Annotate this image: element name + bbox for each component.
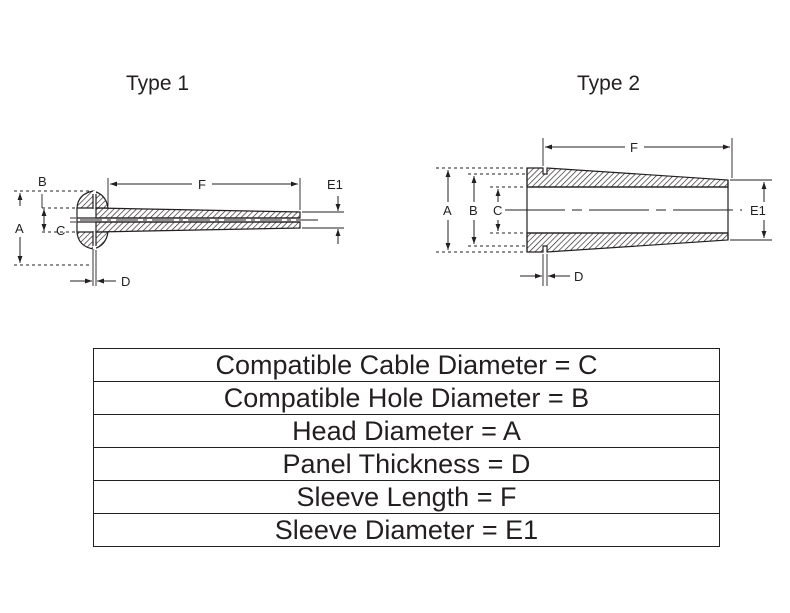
legend-cell: Head Diameter = A <box>93 414 720 448</box>
legend-row: Panel Thickness = D <box>93 447 720 481</box>
type-2-label-a: A <box>443 203 452 218</box>
legend-row: Sleeve Length = F <box>93 480 720 514</box>
type-1-label-e1: E1 <box>327 177 343 192</box>
type-1-label-c: C <box>56 223 65 238</box>
legend-cell: Compatible Cable Diameter = C <box>93 348 720 382</box>
bushing-dimension-diagram: B A C F E1 D <box>14 138 772 289</box>
type-2-label-e1: E1 <box>750 203 766 218</box>
legend-row: Compatible Hole Diameter = B <box>93 381 720 415</box>
type-1-sleeve-upper-wall <box>95 207 301 219</box>
type-1-label-f: F <box>198 177 206 192</box>
type-2-title: Type 2 <box>577 72 641 95</box>
legend-row: Compatible Cable Diameter = C <box>93 348 720 382</box>
type-2-label-f: F <box>630 140 638 155</box>
type-2-label-c: C <box>493 203 502 218</box>
type-1-label-d: D <box>121 274 130 289</box>
type-2-label-d: D <box>574 269 583 284</box>
legend-cell: Sleeve Diameter = E1 <box>93 513 720 547</box>
type-2-lower-body <box>526 232 729 253</box>
type-2-label-b: B <box>469 203 478 218</box>
type-2-drawing <box>436 138 772 286</box>
legend-row: Head Diameter = A <box>93 414 720 448</box>
type-1-label-b: B <box>38 174 47 189</box>
legend-cell: Sleeve Length = F <box>93 480 720 514</box>
type-1-sleeve-lower-wall <box>95 221 301 233</box>
dimension-legend-table: Compatible Cable Diameter = C Compatible… <box>93 348 720 547</box>
type-1-label-a: A <box>15 221 24 236</box>
type-1-drawing <box>14 178 344 286</box>
legend-cell: Panel Thickness = D <box>93 447 720 481</box>
type-2-upper-body <box>526 167 729 188</box>
type-2-labels: A B C F E1 D <box>443 140 766 284</box>
type-1-title: Type 1 <box>126 72 190 95</box>
legend-cell: Compatible Hole Diameter = B <box>93 381 720 415</box>
legend-row: Sleeve Diameter = E1 <box>93 513 720 547</box>
type-1-labels: B A C F E1 D <box>15 174 343 289</box>
